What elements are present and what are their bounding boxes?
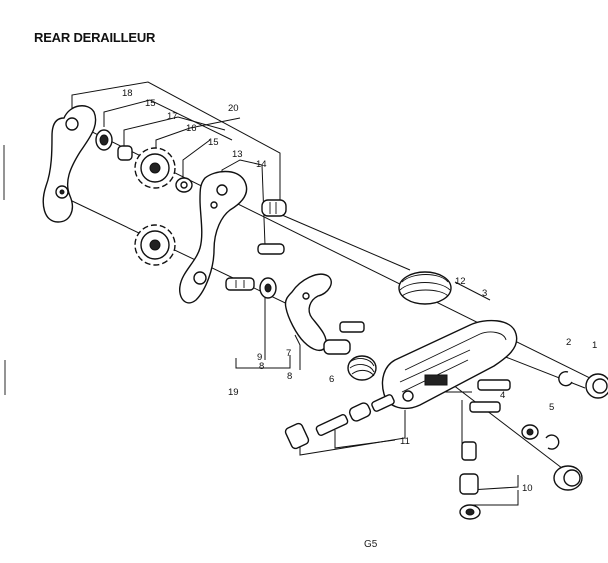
clip-part-2 bbox=[558, 370, 573, 387]
mounting-nut bbox=[553, 465, 583, 491]
callout-8-right: 8 bbox=[287, 371, 292, 382]
pulley-axle-bolt bbox=[261, 199, 287, 217]
callout-19: 19 bbox=[228, 387, 239, 398]
figure-code: G5 bbox=[364, 539, 378, 550]
callout-10: 10 bbox=[522, 483, 533, 494]
callout-brackets bbox=[71, 81, 519, 506]
callout-3: 3 bbox=[482, 288, 487, 299]
pivot-bolt bbox=[323, 339, 351, 355]
limit-screw-4 bbox=[477, 379, 511, 391]
bushing-part-17 bbox=[117, 145, 133, 161]
derailleur-body bbox=[381, 319, 518, 409]
callout-5: 5 bbox=[549, 402, 554, 413]
outer-cage-plate bbox=[42, 105, 97, 223]
callout-7: 7 bbox=[286, 348, 291, 359]
washer-part-15 bbox=[95, 129, 113, 151]
callout-6: 6 bbox=[329, 374, 334, 385]
diagram-title: REAR DERAILLEUR bbox=[34, 30, 156, 45]
inner-cage-plate bbox=[179, 170, 248, 304]
callout-14: 14 bbox=[256, 159, 267, 170]
callout-9: 9 bbox=[257, 352, 262, 363]
small-spring bbox=[347, 355, 377, 381]
cage-mounting-bracket bbox=[284, 273, 332, 352]
callout-17: 17 bbox=[167, 111, 178, 122]
lower-pulley-bolt bbox=[225, 277, 255, 291]
callout-16: 16 bbox=[186, 123, 197, 134]
cage-stop-screw bbox=[257, 243, 285, 255]
washer-part-5 bbox=[521, 424, 560, 450]
washer-part-15b bbox=[175, 177, 193, 193]
limit-screw bbox=[469, 401, 501, 413]
callout-4: 4 bbox=[500, 390, 505, 401]
main-tension-spring bbox=[398, 271, 452, 305]
callout-15-lower: 15 bbox=[208, 137, 219, 148]
callout-labels: 1 2 3 4 5 6 7 8 8 9 10 11 12 13 14 15 15… bbox=[122, 88, 597, 494]
upper-jockey-pulley bbox=[134, 147, 176, 189]
callout-18: 18 bbox=[122, 88, 133, 99]
adjusting-screw bbox=[339, 321, 365, 333]
callout-1: 1 bbox=[592, 340, 597, 351]
callout-13: 13 bbox=[232, 149, 243, 160]
cable-anchor-assembly bbox=[459, 441, 481, 520]
mounting-bolt-cap-1 bbox=[585, 373, 608, 399]
callout-15-upper: 15 bbox=[145, 98, 156, 109]
callout-12: 12 bbox=[455, 276, 466, 287]
callout-2: 2 bbox=[566, 337, 571, 348]
callout-11: 11 bbox=[400, 436, 410, 447]
washer-part-9 bbox=[259, 277, 277, 299]
cable-adjuster-barrel bbox=[284, 394, 395, 450]
callout-8-left: 8 bbox=[259, 361, 264, 372]
callout-20: 20 bbox=[228, 103, 239, 114]
lower-tension-pulley bbox=[134, 224, 176, 266]
